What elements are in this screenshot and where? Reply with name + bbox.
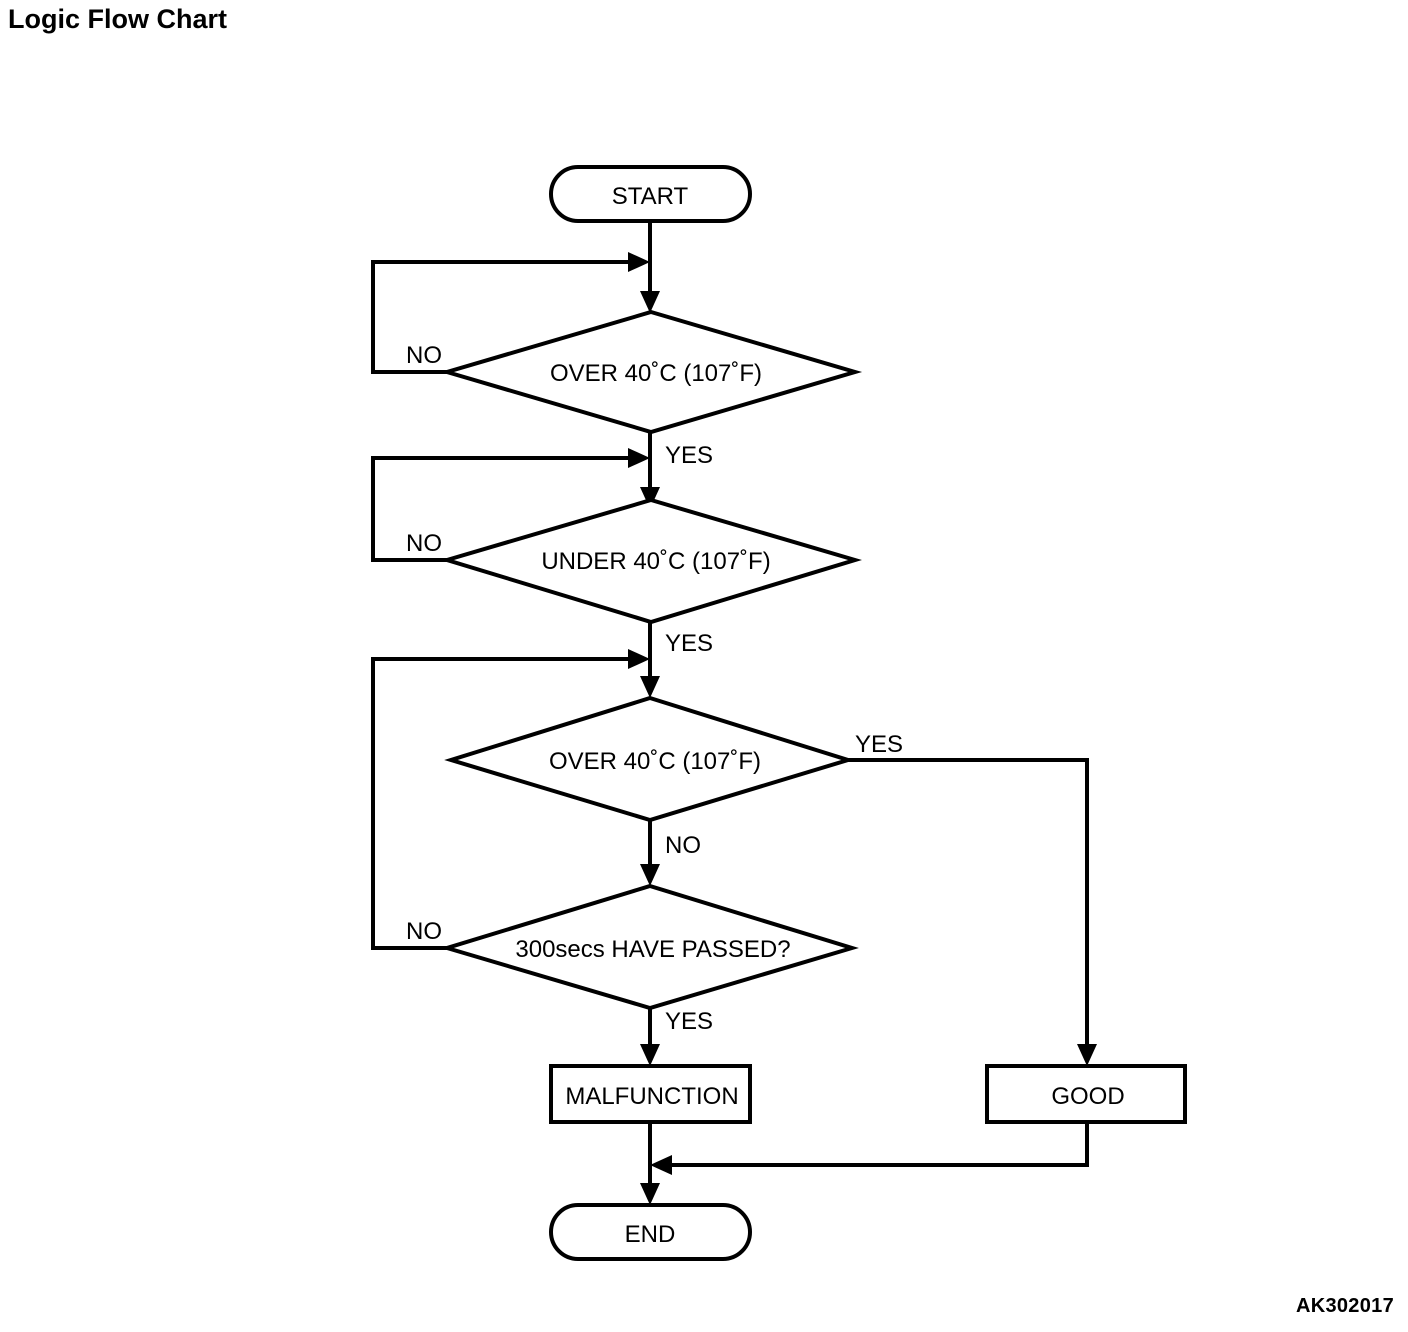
edge-decision2-no-loop	[371, 448, 650, 562]
node-decision-300secs[interactable]: 300secs HAVE PASSED?	[440, 883, 859, 1011]
node-decision-4-label: 300secs HAVE PASSED?	[515, 936, 790, 963]
node-decision-over-40c-2[interactable]: OVER 40˚C (107˚F)	[444, 695, 855, 823]
node-malfunction[interactable]: MALFUNCTION	[549, 1064, 752, 1124]
edge-label-no-3: NO	[665, 832, 701, 859]
node-good[interactable]: GOOD	[985, 1064, 1187, 1124]
node-decision-over-40c-1[interactable]: OVER 40˚C (107˚F)	[439, 309, 863, 435]
node-start-label: START	[612, 183, 689, 210]
node-end-label: END	[625, 1221, 676, 1248]
edge-label-no-2: NO	[406, 530, 442, 557]
page-title: Logic Flow Chart	[8, 4, 227, 34]
node-malfunction-label: MALFUNCTION	[565, 1083, 738, 1110]
edge-label-yes-4: YES	[665, 1008, 713, 1035]
node-decision-1-label: OVER 40˚C (107˚F)	[550, 360, 762, 387]
edge-decision4-yes-to-malfunction	[640, 1008, 660, 1066]
edge-start-to-decision1	[640, 221, 660, 313]
node-decision-3-label: OVER 40˚C (107˚F)	[549, 748, 761, 775]
node-decision-2-label: UNDER 40˚C (107˚F)	[541, 548, 770, 575]
edge-decision2-yes-to-decision3	[640, 622, 660, 698]
edge-decision3-no-to-decision4	[640, 820, 660, 886]
edge-malfunction-to-end	[640, 1122, 660, 1205]
edge-label-yes-3: YES	[855, 731, 903, 758]
node-start[interactable]: START	[549, 165, 752, 223]
node-decision-under-40c[interactable]: UNDER 40˚C (107˚F)	[440, 497, 862, 625]
node-end[interactable]: END	[549, 1203, 752, 1261]
edge-decision1-yes-to-decision2	[640, 432, 660, 509]
reference-code: AK302017	[1295, 1295, 1394, 1317]
edge-label-yes-2: YES	[665, 630, 713, 657]
edge-label-no-4: NO	[406, 918, 442, 945]
edge-label-yes-1: YES	[665, 442, 713, 469]
edge-decision1-no-loop	[371, 252, 650, 374]
edge-label-no-1: NO	[406, 342, 442, 369]
edge-decision3-yes-to-good	[848, 758, 1097, 1066]
edge-decision4-no-loop	[371, 649, 650, 950]
node-good-label: GOOD	[1051, 1083, 1124, 1110]
edge-good-to-end-join	[650, 1122, 1089, 1175]
